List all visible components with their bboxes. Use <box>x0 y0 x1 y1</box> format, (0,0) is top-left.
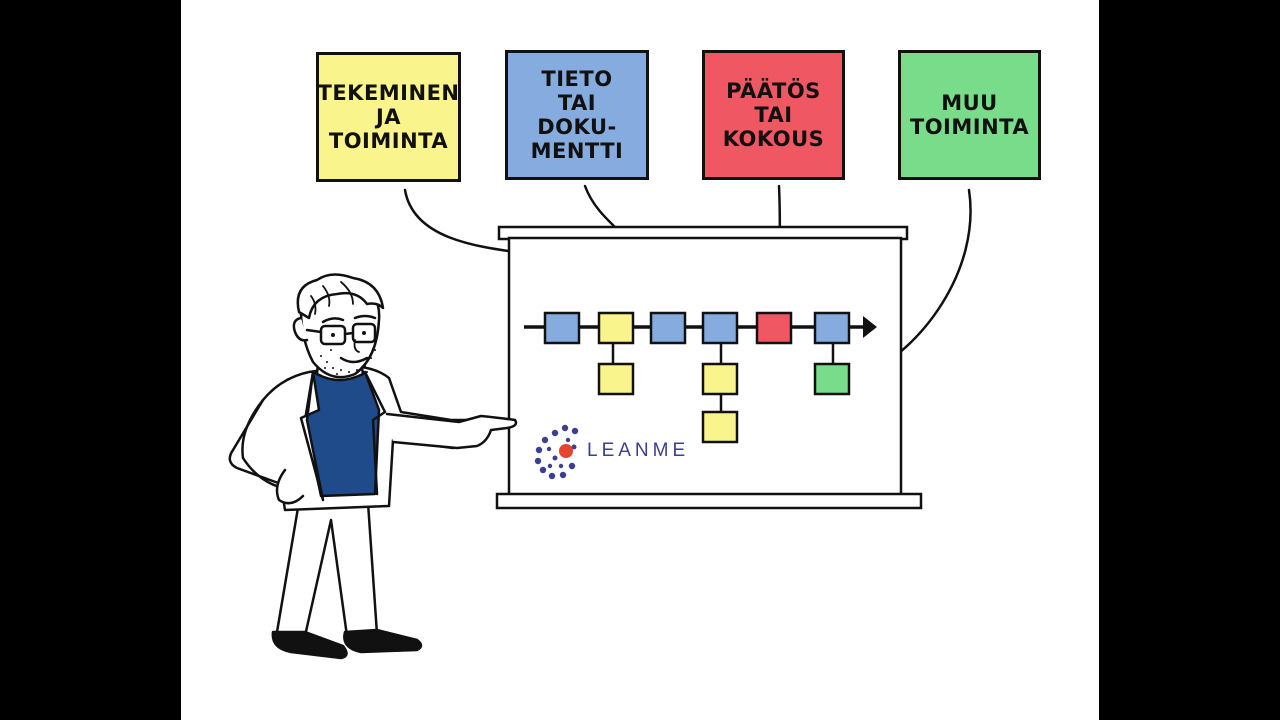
legend-note-paatos: PÄÄTÖS TAI KOKOUS <box>702 50 845 180</box>
arrow-head-icon <box>863 316 877 338</box>
legend-label-tieto: TIETO TAI DOKU- MENTTI <box>530 67 624 163</box>
flow-step-6 <box>813 311 851 345</box>
flow-branch-6-1 <box>813 362 851 396</box>
whiteboard-canvas: TEKEMINEN JA TOIMINTA TIETO TAI DOKU- ME… <box>181 0 1099 720</box>
flow-step-2 <box>597 311 635 345</box>
legend-label-muu: MUU TOIMINTA <box>909 91 1030 139</box>
flow-step-4 <box>701 311 739 345</box>
timeline <box>524 316 877 338</box>
flow-step-5 <box>755 311 793 345</box>
legend-note-muu: MUU TOIMINTA <box>898 50 1041 180</box>
legend-label-paatos: PÄÄTÖS TAI KOKOUS <box>722 79 825 151</box>
process-flow <box>543 311 851 444</box>
flow-step-3 <box>649 311 687 345</box>
whiteboard-tray <box>495 492 923 510</box>
legend-note-tekeminen: TEKEMINEN JA TOIMINTA <box>316 52 461 182</box>
flow-branch-2-1 <box>597 362 635 396</box>
branch-lines <box>611 343 835 412</box>
flow-branch-4-2 <box>701 410 739 444</box>
leanme-molecule-icon <box>534 424 579 480</box>
leanme-logo-text: LEANME <box>587 440 690 461</box>
legend-label-tekeminen: TEKEMINEN JA TOIMINTA <box>317 81 460 153</box>
presenter-man-icon <box>228 273 518 660</box>
flow-branch-4-1 <box>701 362 739 396</box>
flow-step-1 <box>543 311 581 345</box>
legend-note-tieto: TIETO TAI DOKU- MENTTI <box>505 50 649 180</box>
diagram-drawing <box>228 184 972 660</box>
